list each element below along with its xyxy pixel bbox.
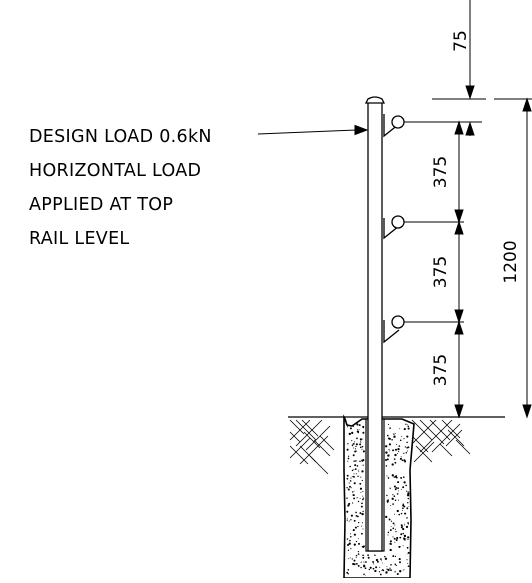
dimension-label-375-middle: 375 xyxy=(431,256,451,288)
dimension-75 xyxy=(465,0,475,136)
dimension-label-375-upper: 375 xyxy=(431,156,451,188)
load-annotation: DESIGN LOAD 0.6kN HORIZONTAL LOAD APPLIE… xyxy=(29,127,212,249)
dimension-label-75: 75 xyxy=(451,30,471,52)
post xyxy=(367,100,383,552)
load-leader-arrow xyxy=(257,124,369,136)
rail-bracket-middle xyxy=(383,215,405,240)
rail-bracket-bottom xyxy=(383,315,405,344)
annotation-line-2: HORIZONTAL LOAD xyxy=(29,161,201,181)
dimension-chain-375 xyxy=(454,120,464,419)
extension-lines xyxy=(404,98,532,323)
annotation-line-1: DESIGN LOAD 0.6kN xyxy=(29,127,212,147)
ground-hatch-right xyxy=(411,419,471,463)
post-cap xyxy=(364,96,386,104)
annotation-line-3: APPLIED AT TOP xyxy=(29,195,173,215)
dimension-1200 xyxy=(522,97,532,419)
concrete-speckle xyxy=(346,423,410,577)
dimension-label-375-lower: 375 xyxy=(431,354,451,386)
dimension-label-1200: 1200 xyxy=(501,240,521,283)
annotation-line-4: RAIL LEVEL xyxy=(29,229,129,249)
ground-hatch-left xyxy=(289,419,335,475)
rail-bracket-top xyxy=(383,114,405,138)
